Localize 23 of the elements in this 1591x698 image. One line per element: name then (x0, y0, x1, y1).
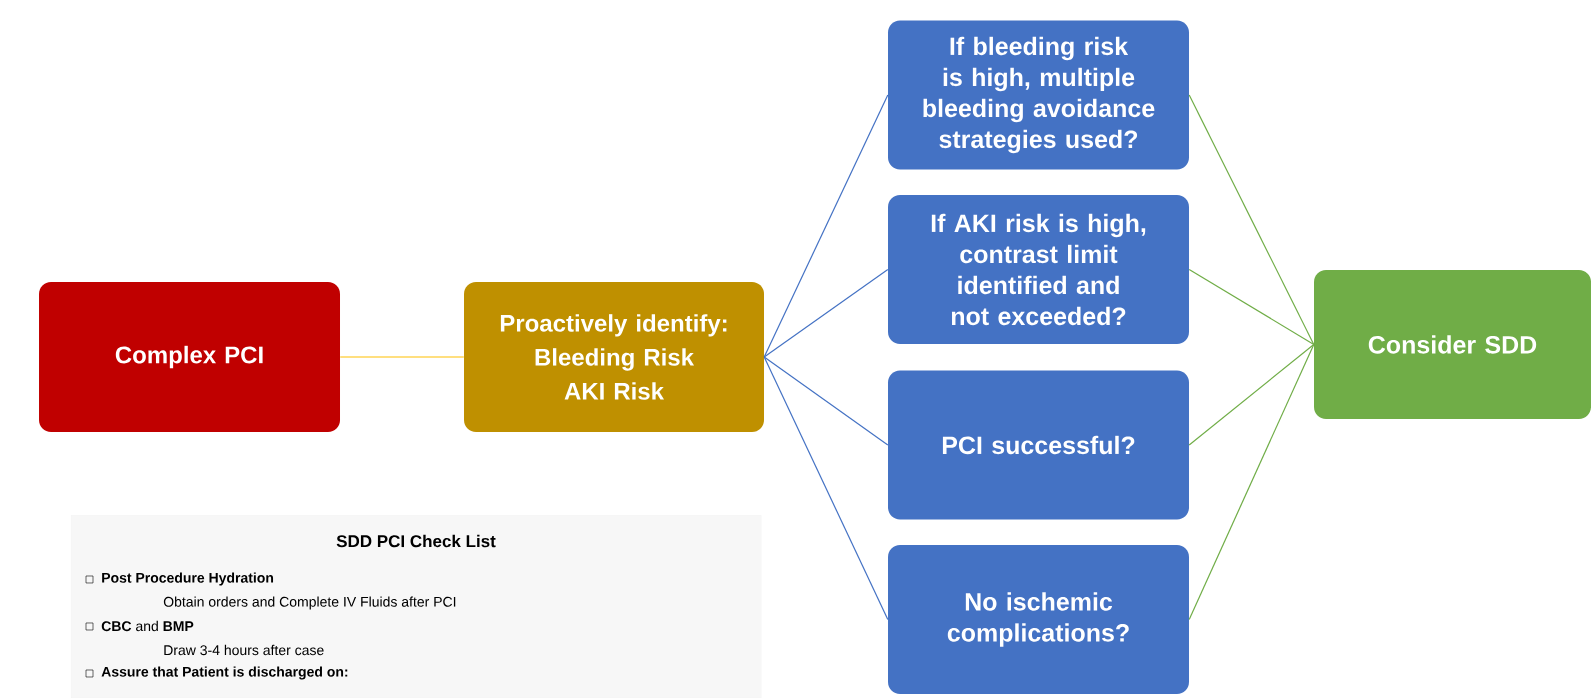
question-box: PCI successful? (888, 370, 1189, 520)
question-box: No ischemic complications? (888, 545, 1189, 694)
connector-line (1188, 94, 1315, 346)
checklist-note: Draw 3-4 hours after case (164, 644, 324, 656)
checklist-note: Obtain orders and Complete IV Fluids after PCI (163, 596, 456, 610)
connector-line (1188, 343, 1315, 446)
connector-line (339, 356, 465, 358)
connector-line (763, 356, 889, 446)
question-box: If AKI risk is high, contrast limit identified and not exceeded? (888, 195, 1189, 344)
checklist-title: SDD PCI Check List (336, 534, 496, 548)
checklist-item: Post Procedure Hydration (102, 572, 274, 586)
connector-line (763, 94, 889, 358)
question-box: If bleeding risk is high, multiple bleeding avoidance strategies used? (888, 20, 1189, 170)
process-box: Proactively identify: Bleeding Risk AKI Risk (464, 282, 764, 432)
connector-line (763, 356, 889, 621)
connector-line (763, 268, 889, 358)
process-box: Complex PCI (39, 282, 340, 432)
checklist-item: CBC and BMP (101, 620, 194, 632)
checklist-item: Assure that Patient is discharged on: (101, 666, 348, 680)
connector-line (1188, 343, 1315, 621)
checklist-panel (71, 514, 762, 698)
outcome-box: Consider SDD (1314, 270, 1591, 419)
connector-line (1188, 268, 1315, 346)
